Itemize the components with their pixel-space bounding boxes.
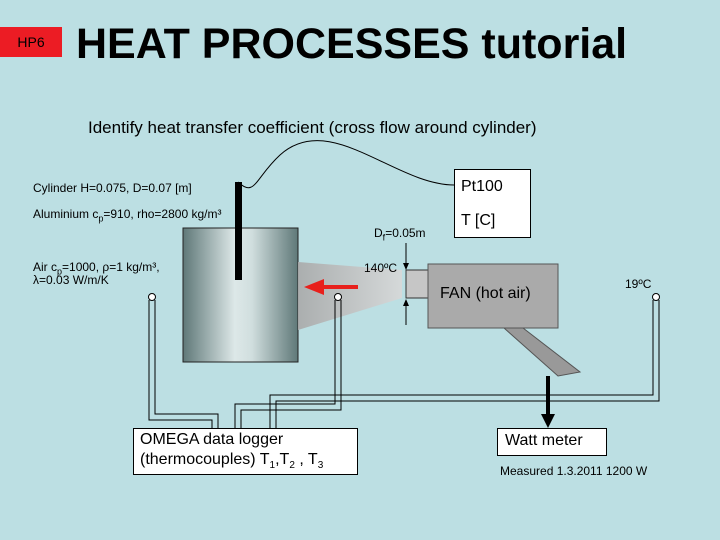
logger-line2: (thermocouples) T1,T2 , T3 <box>140 451 324 472</box>
thermocouple-wire-t3 <box>269 293 660 428</box>
fan-diameter-arrows <box>403 243 409 325</box>
flow-arrow <box>304 279 358 295</box>
fan-diameter-label: Df=0.05m <box>374 226 426 243</box>
omega-data-logger-box: OMEGA data logger (thermocouples) T1,T2 … <box>133 428 358 475</box>
fan-housing <box>427 263 559 329</box>
measured-power-note: Measured 1.3.2011 1200 W <box>500 464 648 478</box>
thermocouple-probe <box>235 182 242 280</box>
watt-meter-box: Watt meter <box>497 428 607 456</box>
hot-air-temperature: 140ºC <box>364 261 398 275</box>
fan-label: FAN (hot air) <box>440 285 531 302</box>
fan-nozzle <box>405 269 429 299</box>
fan-handle <box>502 327 582 377</box>
logger-line1: OMEGA data logger <box>140 431 284 448</box>
temperature-unit-label: T [C] <box>461 212 496 229</box>
thermocouple-wire-t1 <box>148 293 219 428</box>
pt100-label: Pt100 <box>461 178 503 195</box>
air-properties-note: Air cp=1000, ρ=1 kg/m³, <box>33 260 160 277</box>
page-title: HEAT PROCESSES tutorial <box>76 20 628 68</box>
page-subtitle: Identify heat transfer coefficient (cros… <box>88 118 537 137</box>
air-conductivity-note: λ=0.03 W/m/K <box>33 273 109 287</box>
thermocouple-wire-t2 <box>234 293 342 428</box>
wattmeter-cable <box>541 376 555 428</box>
pt100-sensor-box: Pt100 T [C] <box>454 169 531 238</box>
ambient-temperature: 19ºC <box>625 277 652 291</box>
watt-meter-label: Watt meter <box>505 432 583 449</box>
pt100-cable <box>237 140 455 189</box>
cylinder-dimensions-note: Cylinder H=0.075, D=0.07 [m] <box>33 181 192 195</box>
aluminium-properties-note: Aluminium cp=910, rho=2800 kg/m³ <box>33 207 222 224</box>
slide-number-badge: HP6 <box>0 27 62 57</box>
